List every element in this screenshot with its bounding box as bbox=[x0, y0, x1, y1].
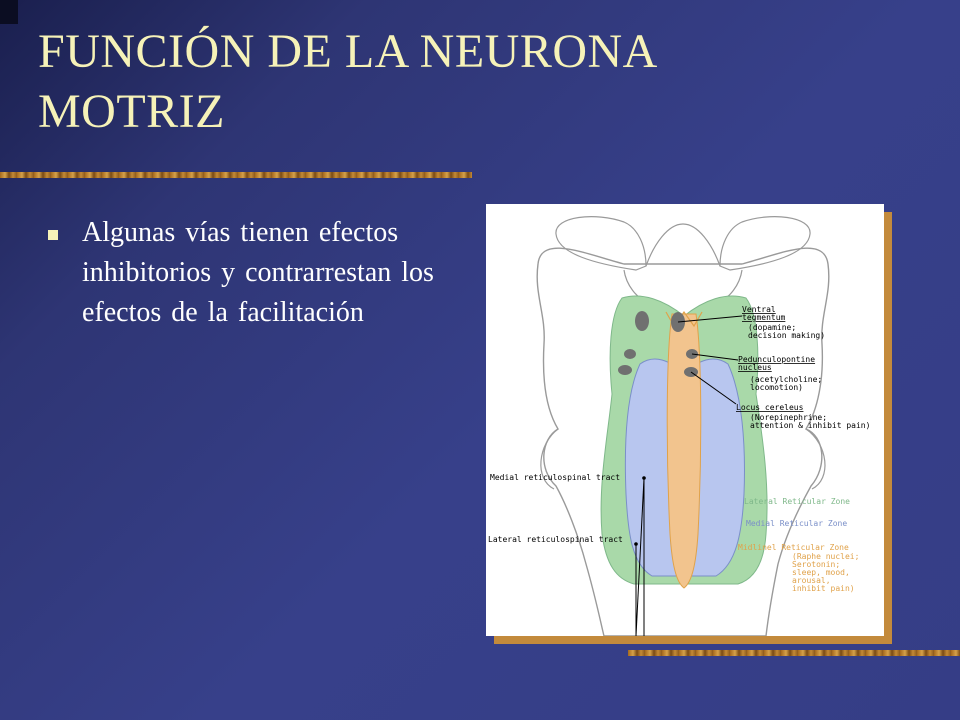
label-ventral-3: (dopamine; bbox=[748, 323, 796, 332]
title-line-2: MOTRIZ bbox=[38, 85, 225, 138]
label-midline-zone-1: Midlinel Reticular Zone bbox=[738, 543, 849, 552]
label-ped-2: nucleus bbox=[738, 363, 772, 372]
right-bulge bbox=[805, 428, 826, 490]
brainstem-diagram: Ventral tegmentum (dopamine; decision ma… bbox=[486, 204, 884, 636]
label-locus-2: (Norepinephrine; bbox=[750, 413, 827, 422]
locus-left bbox=[618, 365, 632, 375]
label-ped-4: locomotion) bbox=[750, 383, 803, 392]
slide-title: FUNCIÓN DE LA NEURONA MOTRIZ bbox=[38, 22, 898, 142]
label-lateral-tract: Lateral reticulospinal tract bbox=[488, 535, 623, 544]
center-lobe bbox=[645, 223, 721, 267]
medial-tract-dot bbox=[642, 476, 646, 480]
leader-pedunculo bbox=[691, 353, 739, 361]
medial-tract-line bbox=[635, 477, 645, 636]
label-ventral-1: Ventral bbox=[742, 305, 776, 314]
brainstem-illustration: Ventral tegmentum (dopamine; decision ma… bbox=[488, 216, 870, 636]
brainstem-outline bbox=[536, 247, 830, 636]
label-lateral-zone: Lateral Reticular Zone bbox=[744, 497, 850, 506]
corner-block bbox=[0, 0, 18, 24]
label-midline-zone-5: arousal, bbox=[792, 576, 831, 585]
title-line-1: FUNCIÓN DE LA NEURONA bbox=[38, 25, 658, 78]
label-medial-zone: Medial Reticular Zone bbox=[746, 519, 847, 528]
label-ped-3: (acetylcholine; bbox=[750, 375, 822, 384]
bottom-divider bbox=[628, 650, 960, 656]
bullet-marker-icon bbox=[48, 230, 58, 240]
lateral-tract-dot bbox=[634, 542, 638, 546]
right-lobe bbox=[719, 216, 811, 271]
midline-reticular-zone bbox=[666, 313, 702, 589]
title-divider bbox=[0, 172, 472, 178]
label-midline-zone-3: Serotonin; bbox=[792, 560, 840, 569]
left-lobe bbox=[555, 216, 647, 271]
label-midline-zone-4: sleep, mood, bbox=[792, 568, 850, 577]
label-locus-1: Locus cereleus bbox=[736, 403, 804, 412]
ventral-tegmentum-left bbox=[635, 311, 649, 331]
label-ventral-4: decision making) bbox=[748, 331, 825, 340]
leader-locus bbox=[690, 371, 737, 405]
label-midline-zone-6: inhibit pain) bbox=[792, 584, 855, 593]
label-medial-tract: Medial reticulospinal tract bbox=[490, 473, 620, 482]
pedunculopontine-left bbox=[624, 349, 636, 359]
label-midline-zone-2: (Raphe nuclei; bbox=[792, 552, 859, 561]
bullet-item: Algunas vías tienen efectos inhibitorios… bbox=[82, 217, 434, 328]
label-locus-3: attention & inhibit pain) bbox=[750, 421, 870, 430]
leader-ventral bbox=[677, 315, 743, 323]
label-ventral-2: tegmentum bbox=[742, 313, 786, 322]
label-ped-1: Pedunculopontine bbox=[738, 355, 815, 364]
left-bulge bbox=[540, 428, 559, 490]
